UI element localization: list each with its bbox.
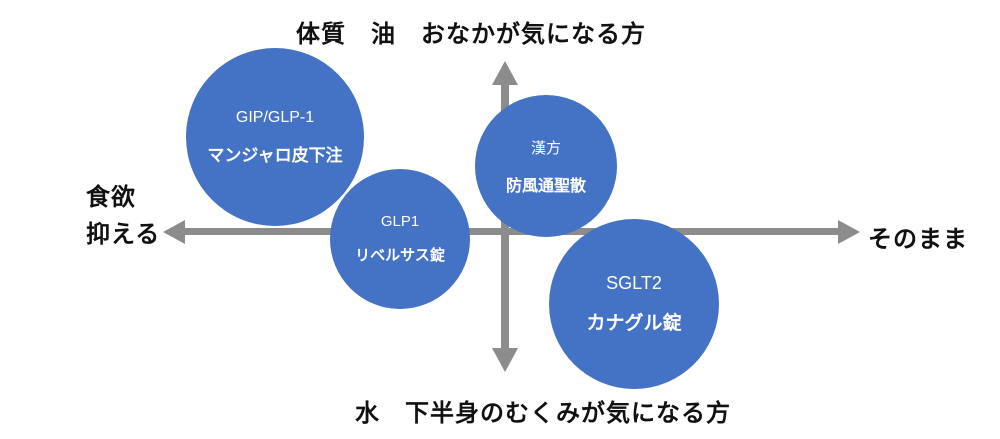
bubble-drug-name: リベルサス錠 [355,247,445,264]
bubble-class-label: GIP/GLP-1 [235,108,315,126]
arrow-right-icon [838,220,860,244]
bubble-sglt2-canaglu: SGLT2 カナグル錠 [549,219,719,389]
arrow-down-icon [492,348,518,372]
bubble-gip-glp1-mounjaro: GIP/GLP-1 マンジャロ皮下注 [186,48,364,226]
horizontal-axis-shaft [183,228,840,235]
bubble-glp1-rybelsus: GLP1 リベルサス錠 [330,169,470,309]
bubble-drug-name: カナグル錠 [586,313,682,334]
arrow-up-icon [492,61,518,85]
bubble-class-label: GLP1 [380,213,420,230]
bubble-class-label: SGLT2 [606,273,662,293]
bubble-kampo-bofutsushosan: 漢方 防風通聖散 [475,95,617,237]
axis-label-left: 食欲 抑える [86,179,160,253]
axis-label-left-line2: 抑える [86,221,161,248]
axis-label-top: 体質 油 おなかが気になる方 [296,21,646,48]
axis-label-bottom: 水 下半身のむくみが気になる方 [355,400,731,427]
axis-label-left-line1: 食欲 [86,184,136,211]
bubble-drug-name: 防風通聖散 [505,177,586,195]
axis-label-right: そのまま [868,226,968,253]
bubble-class-label: 漢方 [530,139,561,157]
arrow-left-icon [163,220,185,244]
bubble-drug-name: マンジャロ皮下注 [207,145,343,165]
